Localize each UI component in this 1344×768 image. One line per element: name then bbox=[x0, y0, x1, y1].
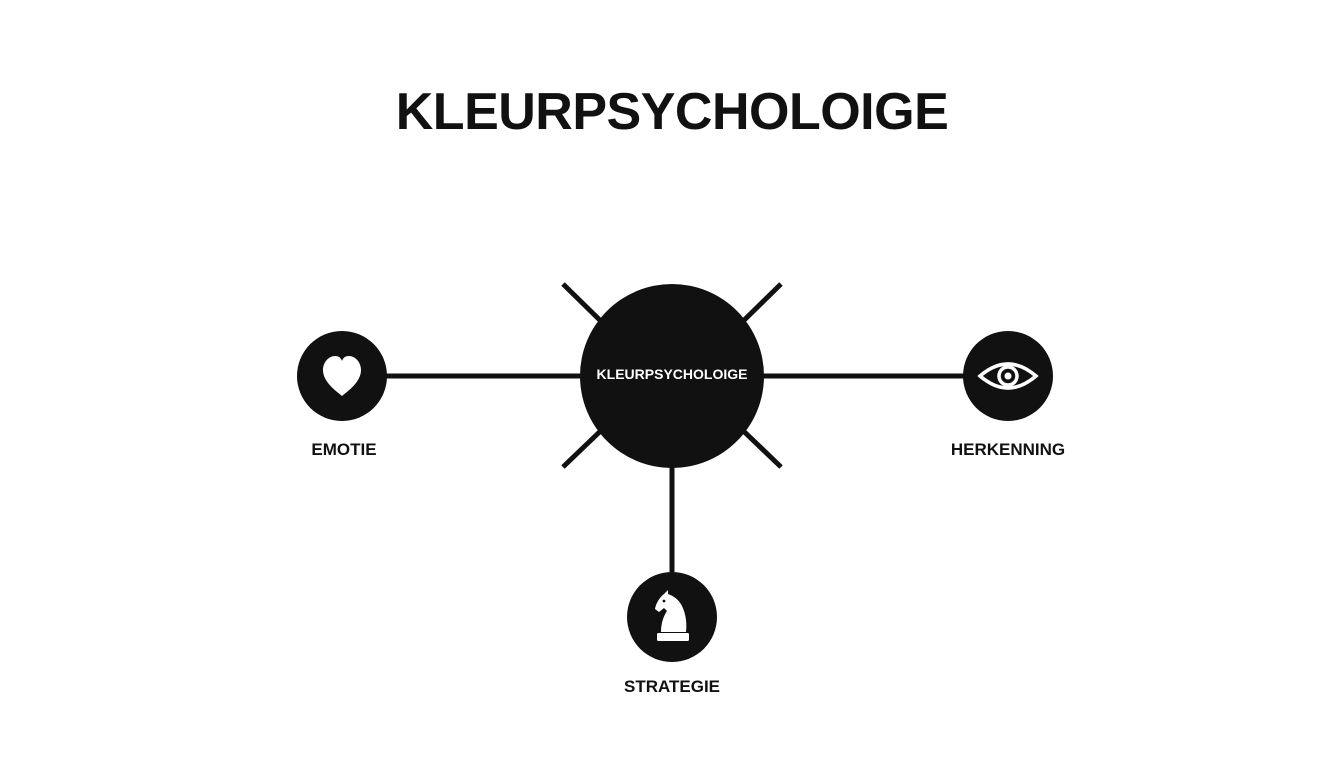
eye-icon bbox=[977, 362, 1039, 390]
heart-icon bbox=[323, 356, 361, 396]
center-node bbox=[580, 284, 764, 468]
center-node-label: KLEURPSYCHOLOIGE bbox=[596, 366, 748, 382]
diagram-title: KLEURPSYCHOLOIGE bbox=[395, 83, 949, 141]
node-label-emotie: EMOTIE bbox=[311, 440, 377, 459]
node-label-strategie: STRATEGIE bbox=[623, 677, 721, 696]
chess-knight-icon bbox=[655, 590, 689, 641]
node-label-herkenning: HERKENNING bbox=[950, 440, 1066, 459]
